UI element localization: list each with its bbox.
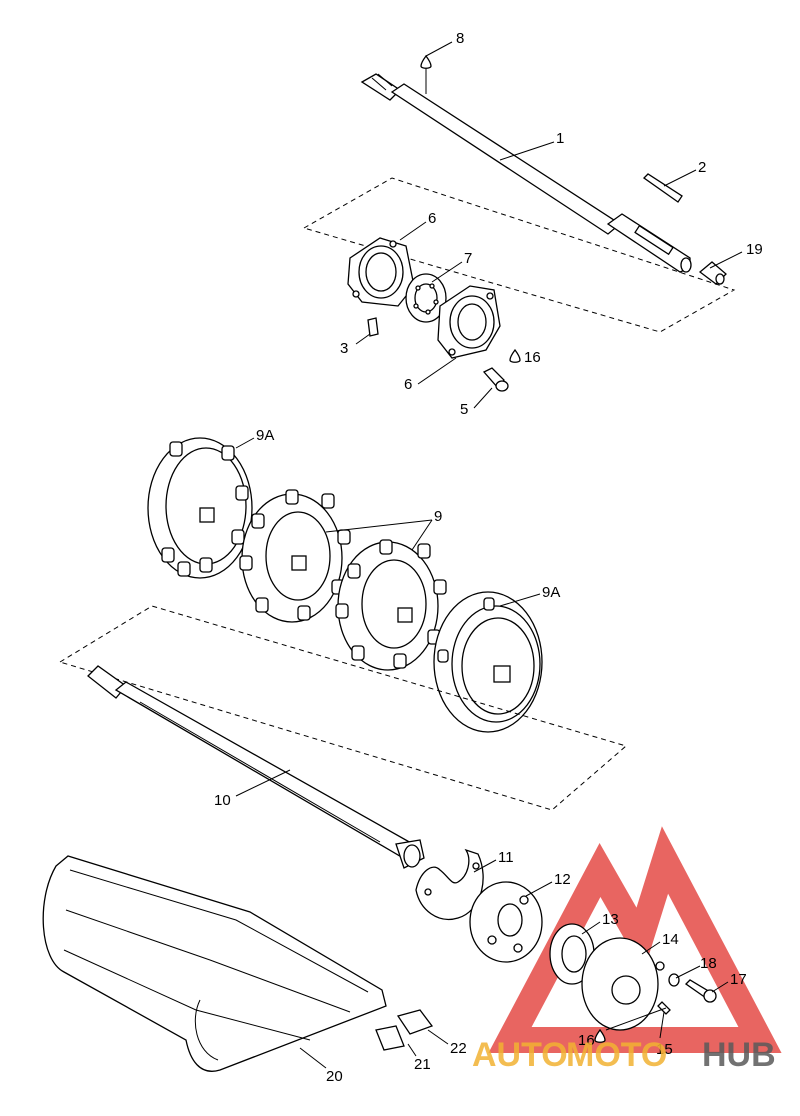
end-cap — [581, 937, 665, 1031]
housing-bolt — [482, 367, 509, 392]
callout-11: 11 — [498, 849, 514, 866]
watermark-word-hub: HUB — [702, 1036, 776, 1074]
watermark-word-moto: MOTO — [566, 1036, 667, 1074]
callout-18: 18 — [700, 955, 717, 972]
drive-sprocket-outer-right — [433, 591, 543, 733]
callout-16-bottom: 16 — [578, 1032, 595, 1049]
grease-symbol-top — [420, 54, 432, 69]
watermark-logo — [488, 826, 782, 1053]
grease-symbol-bolt — [509, 348, 521, 363]
callout-5: 5 — [460, 401, 468, 418]
shaft-key — [642, 173, 683, 203]
drive-sprocket-middle-left — [239, 489, 351, 623]
callout-3: 3 — [340, 340, 348, 357]
shaft-sleeve — [698, 261, 727, 285]
track-clip-small — [375, 1025, 405, 1051]
driven-shaft — [87, 665, 425, 869]
watermark-text: AUTO MOTO HUB — [472, 1036, 776, 1074]
callout-9: 9 — [434, 508, 442, 525]
drive-sprocket-middle-right — [335, 539, 447, 671]
track-clip-large — [396, 1009, 434, 1035]
grease-symbol-bottom — [594, 1028, 606, 1043]
callout-14: 14 — [662, 931, 679, 948]
callout-10: 10 — [214, 792, 231, 809]
washer — [668, 973, 680, 987]
sprocket-shaft-outline — [58, 605, 628, 811]
ball-bearing — [405, 273, 447, 323]
roll-pin — [657, 1001, 671, 1015]
callout-13: 13 — [602, 911, 619, 928]
drive-sprocket-outer-left — [147, 437, 253, 579]
bearing-housing-right — [437, 285, 501, 359]
callout-15: 15 — [656, 1041, 673, 1058]
callout-1: 1 — [556, 130, 564, 147]
callout-2: 2 — [698, 159, 706, 176]
callout-22: 22 — [450, 1040, 467, 1057]
end-bolt — [684, 979, 717, 1003]
bearing-housing-left — [347, 237, 415, 307]
callout-19: 19 — [746, 241, 763, 258]
callout-6-top: 6 — [428, 210, 436, 227]
callout-9a-top: 9A — [256, 427, 274, 444]
callout-21: 21 — [414, 1056, 431, 1073]
callout-8: 8 — [456, 30, 464, 47]
callout-16-top: 16 — [524, 349, 541, 366]
callout-6-bottom: 6 — [404, 376, 412, 393]
drive-shaft — [360, 73, 692, 273]
watermark-word-auto: AUTO — [472, 1036, 568, 1074]
callout-20: 20 — [326, 1068, 343, 1085]
retainer-plate — [415, 848, 484, 920]
callout-17: 17 — [730, 971, 747, 988]
callout-12: 12 — [554, 871, 571, 888]
leader-lines — [235, 41, 743, 1069]
flange-plate — [469, 881, 543, 963]
callout-9a-right: 9A — [542, 584, 560, 601]
end-bearing — [549, 923, 595, 985]
bearing-assembly-outline — [302, 177, 736, 333]
callout-7: 7 — [464, 250, 472, 267]
drive-track — [42, 855, 387, 1072]
set-screw — [367, 317, 379, 337]
